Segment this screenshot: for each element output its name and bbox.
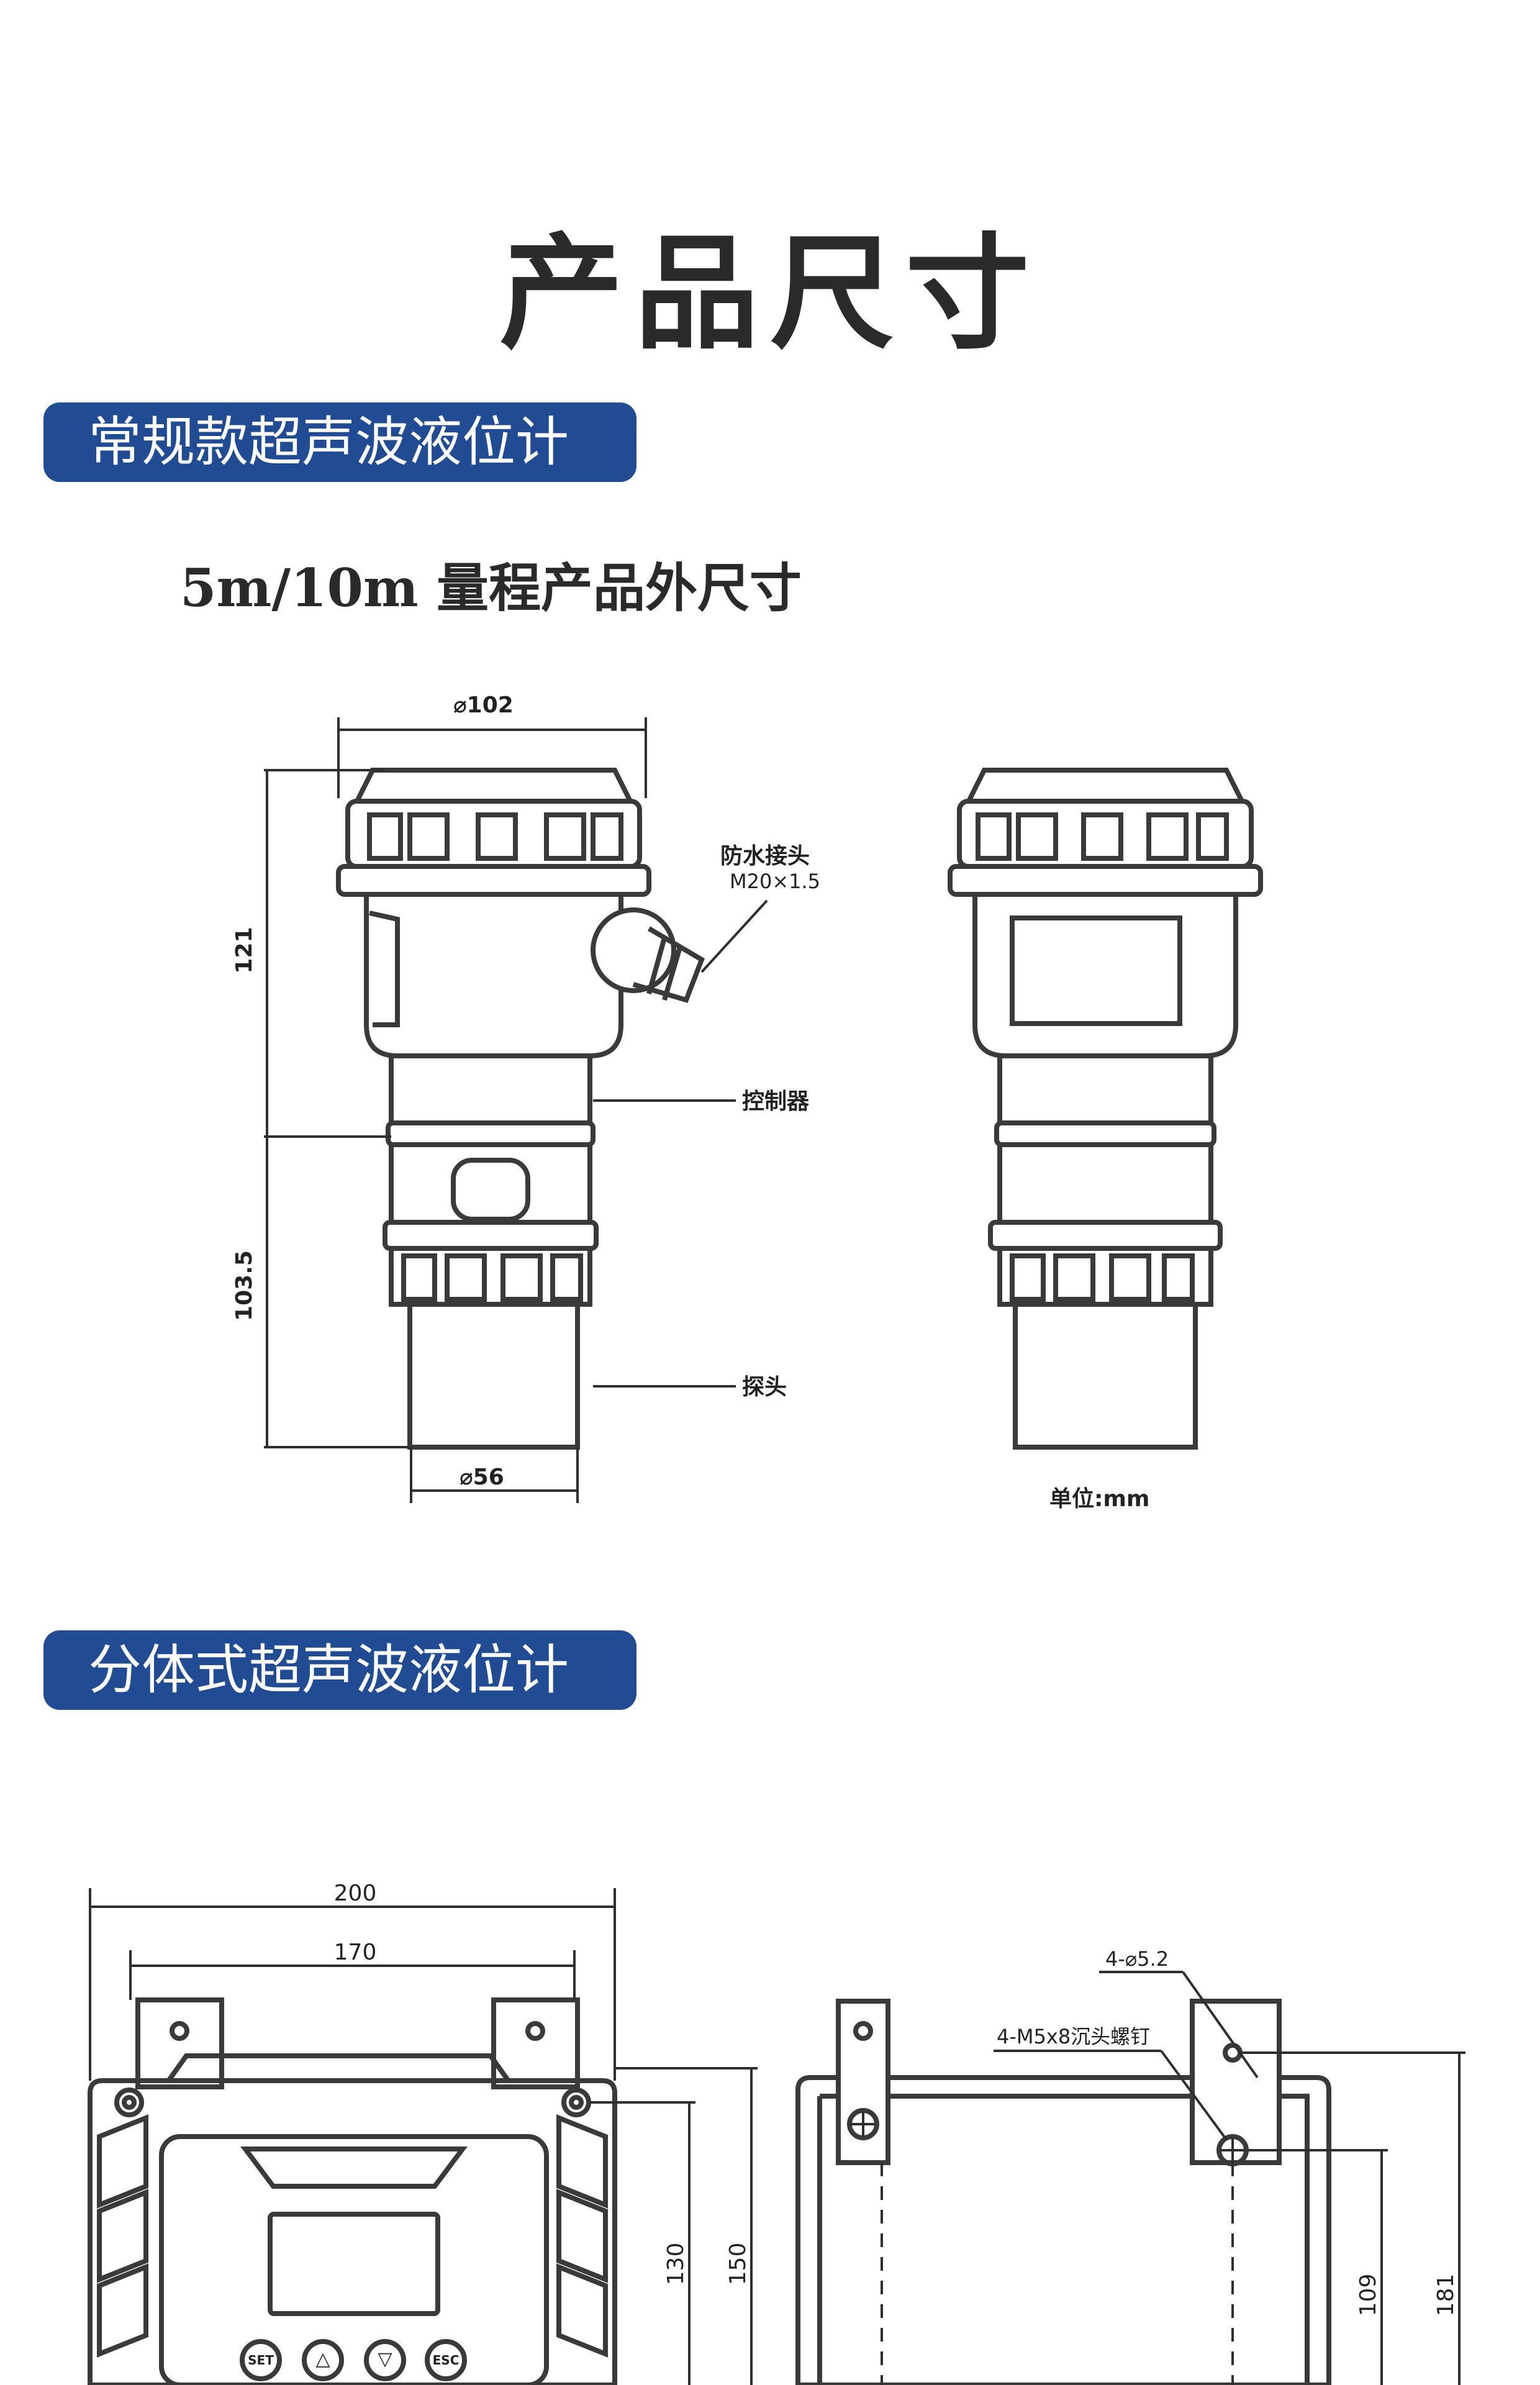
section-badge-split: 分体式超声波液位计 xyxy=(43,1630,636,1710)
dim-height-c: 109 xyxy=(1356,2274,1381,2317)
front-view xyxy=(264,717,768,1503)
side-view xyxy=(948,768,1263,1450)
dim-lower-height: 103.5 xyxy=(232,1250,257,1321)
dim-upper-height: 121 xyxy=(232,927,257,973)
callout-control-box: 控制器 xyxy=(742,1089,810,1114)
unit-label: 单位:mm xyxy=(1049,1486,1149,1512)
key-up: △ xyxy=(315,2348,330,2370)
key-down: ▽ xyxy=(378,2348,392,2370)
callout-waterproof-joint: 防水接头 xyxy=(720,843,810,869)
split-front-view xyxy=(88,1888,758,2385)
callout-probe: 探头 xyxy=(742,1374,787,1400)
dim-height-d: 181 xyxy=(1433,2274,1459,2317)
callout-thread-spec: M20×1.5 xyxy=(730,870,820,893)
split-back-view xyxy=(795,1971,1465,2385)
section-subtitle: 5m/10m 量程产品外尺寸 xyxy=(180,557,802,619)
dim-top-diameter: ⌀102 xyxy=(453,693,514,718)
key-set: SET xyxy=(248,2353,274,2368)
section-badge-standard: 常规款超声波液位计 xyxy=(43,402,636,482)
page-title: 产品尺寸 xyxy=(499,222,1041,366)
dim-height-a: 130 xyxy=(663,2243,689,2286)
dim-hole-diameter: 4-⌀5.2 xyxy=(1105,1947,1169,1971)
dim-bottom-diameter: ⌀56 xyxy=(460,1465,504,1490)
key-esc: ESC xyxy=(433,2353,460,2368)
dim-height-b: 150 xyxy=(725,2243,751,2286)
dim-mount-width: 170 xyxy=(334,1940,377,1965)
dim-screw-spec: 4-M5x8沉头螺钉 xyxy=(997,2025,1150,2048)
dim-overall-width: 200 xyxy=(334,1881,377,1906)
